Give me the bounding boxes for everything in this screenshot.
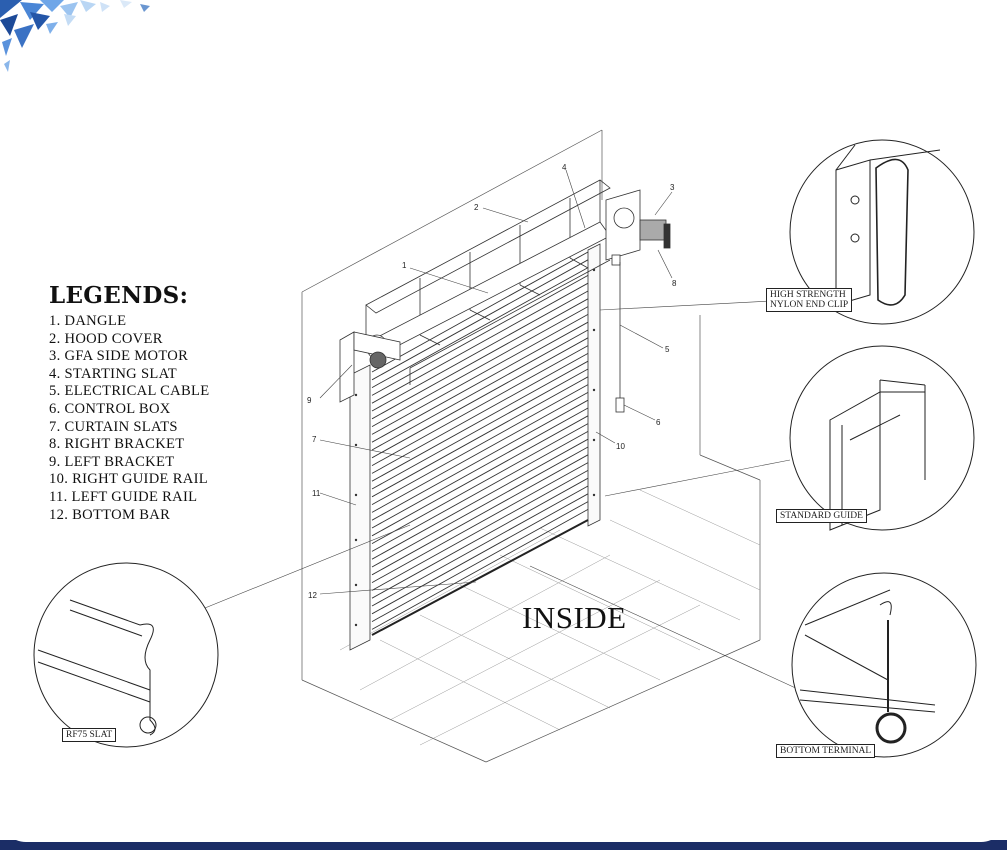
legend-item: 3. GFA SIDE MOTOR [49,348,189,365]
floor-grid [339,489,761,746]
end-clip-drawing [835,144,941,306]
bottom-terminal-drawing [799,589,936,744]
curtain-slats [371,251,589,630]
callout-5: 5 [665,345,670,354]
slat-line [371,462,589,583]
slat-line [371,415,589,537]
slat-line [371,493,589,615]
bottom-terminal-label: BOTTOM TERMINAL [776,744,876,758]
slat-line [371,446,589,568]
legend-item: 5. ELECTRICAL CABLE [49,383,210,400]
corner-triangles-decoration [0,0,150,72]
callout-1: 1 [402,261,407,270]
slat-line [371,431,589,552]
slat-line [371,399,589,521]
slat-line [371,314,589,435]
standard-guide-detail-circle [789,345,975,531]
slat-line [371,368,589,490]
bottom-terminal-detail-circle [791,572,977,758]
legend-item: 12. BOTTOM BAR [49,506,171,523]
standard-guide-label: STANDARD GUIDE [776,509,867,523]
slat-line [371,251,589,373]
legend-item: 10. RIGHT GUIDE RAIL [49,471,208,488]
legend-item: 4. STARTING SLAT [49,365,178,382]
callout-12: 12 [308,591,317,600]
callout-numbers: 1 2 3 4 5 6 7 8 9 10 11 12 [307,163,677,600]
end-clip-label: HIGH STRENGTH NYLON END CLIP [766,288,853,312]
legend-title: LEGENDS: [49,282,189,309]
callout-4: 4 [562,163,567,172]
legend-item: 7. CURTAIN SLATS [49,418,178,435]
slat-line [371,275,589,396]
footer-band [0,840,1007,850]
slat-line [371,485,589,607]
callout-6: 6 [656,418,661,427]
slat-line [371,470,589,591]
slat-line [371,438,589,560]
slat-line [371,477,589,599]
slat-line [371,298,589,420]
slat-line [371,329,589,451]
legend-item: 1. DANGLE [49,313,127,329]
slat-line [371,321,589,443]
callout-8: 8 [672,279,677,288]
slat-line [371,454,589,576]
legend-item: 2. HOOD COVER [49,330,163,347]
callout-3: 3 [670,183,675,192]
slat-line [371,306,589,427]
slat-line [371,282,589,404]
legend-item: 9. LEFT BRACKET [49,453,175,470]
slat-line [371,353,589,474]
legend-item: 6. CONTROL BOX [49,400,171,417]
rf75-slat-label: RF75 SLAT [62,728,117,742]
right-bracket-motor [605,189,671,266]
callout-7: 7 [312,435,317,444]
slat-line [371,501,589,622]
slat-line [371,384,589,505]
bottom-bar-shape [371,519,589,636]
guide-rails [349,243,601,651]
slat-line [371,290,589,412]
standard-guide-drawing [829,379,926,531]
slat-line [371,509,589,630]
detail-circles [33,139,977,758]
left-bracket [339,331,401,403]
callout-2: 2 [474,203,479,212]
slat-line [371,345,589,466]
room-walls [301,129,761,763]
end-clip-label-line2: NYLON END CLIP [770,300,849,310]
rf75-slat-detail-circle [33,562,219,748]
legend-item: 8. RIGHT BRACKET [49,436,185,453]
control-box-shape [615,397,625,413]
slat-line [371,337,589,459]
callout-11: 11 [312,489,321,498]
end-clip-label-line1: HIGH STRENGTH [770,290,846,300]
slat-line [371,392,589,513]
callout-9: 9 [307,396,312,405]
slat-line [371,423,589,544]
legend-item: 11. LEFT GUIDE RAIL [49,488,198,505]
slat-line [371,376,589,498]
rail-rivets [354,268,596,627]
slat-line [371,259,589,381]
rf75-slat-drawing [37,599,157,736]
leader-lines [199,169,801,691]
inside-label: INSIDE [522,600,627,635]
slat-line [371,360,589,482]
slat-line [371,407,589,529]
slat-line [371,267,589,388]
callout-10: 10 [616,442,625,451]
